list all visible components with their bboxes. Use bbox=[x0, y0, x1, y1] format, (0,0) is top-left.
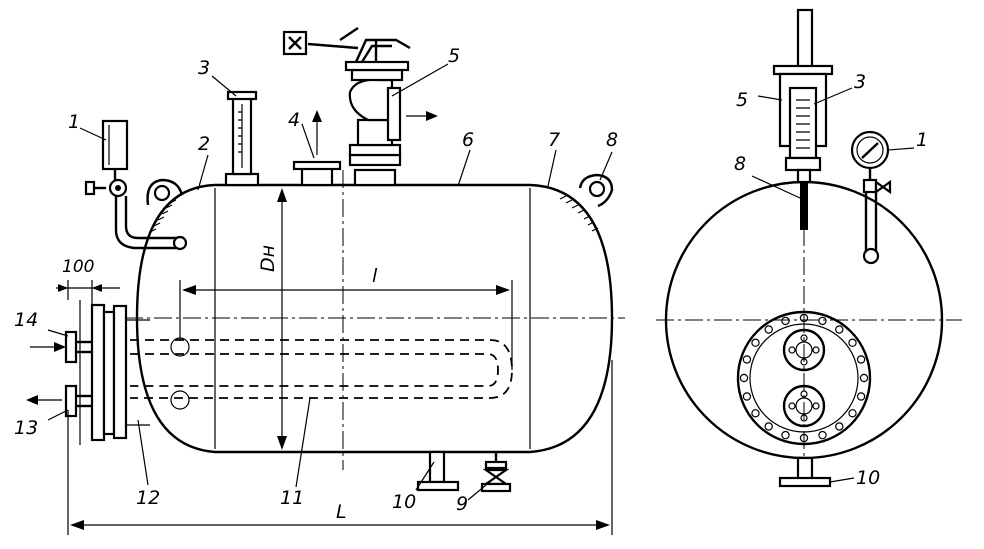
overall-length-dimension bbox=[67, 360, 613, 535]
flange-bolt bbox=[818, 316, 827, 326]
label-14-side: 14 bbox=[14, 309, 38, 331]
right-head-hatch bbox=[559, 195, 599, 232]
flange-bolt bbox=[856, 355, 866, 364]
label-10-end: 10 bbox=[856, 467, 880, 489]
label-5-end: 5 bbox=[736, 89, 748, 111]
drain-nozzle-end bbox=[778, 456, 832, 488]
label-10-side: 10 bbox=[392, 491, 416, 513]
heating-coil bbox=[130, 339, 513, 399]
lifting-lug-left bbox=[146, 178, 184, 206]
flange-bolt bbox=[781, 316, 790, 326]
leader-lines-end bbox=[751, 87, 915, 483]
coil-flange-plate bbox=[90, 303, 106, 442]
flange-bolt bbox=[835, 325, 844, 334]
coil-flange-plate-3 bbox=[112, 304, 128, 440]
flange-bolt bbox=[848, 409, 857, 418]
label-9-side: 9 bbox=[456, 493, 468, 515]
label-1-end: 1 bbox=[916, 129, 928, 151]
flange-bolt bbox=[781, 430, 790, 440]
flange-bolt bbox=[848, 338, 857, 347]
label-8-side: 8 bbox=[606, 129, 618, 151]
coil-nozzle-upper-end bbox=[782, 328, 826, 372]
flange-bolt bbox=[859, 373, 869, 383]
flange-bolt bbox=[856, 392, 866, 401]
coil-outlet-port bbox=[170, 390, 190, 410]
label-11-side: 11 bbox=[280, 487, 304, 509]
vent-nozzle bbox=[292, 110, 342, 187]
label-12-side: 12 bbox=[136, 487, 160, 509]
tank-side-view: 1 2 3 4 5 6 7 8 9 10 11 12 13 14 L l Dн … bbox=[14, 27, 625, 535]
flange-bolt bbox=[742, 392, 752, 401]
flange-bolt bbox=[799, 433, 809, 443]
pressure-gauge-side bbox=[84, 119, 188, 251]
safety-valve-side bbox=[282, 27, 438, 187]
label-2-side: 2 bbox=[198, 133, 210, 155]
flange-bolt bbox=[751, 409, 760, 418]
coil-nozzle-lower-end bbox=[782, 384, 826, 428]
label-4-side: 4 bbox=[288, 109, 300, 131]
diameter-dimension bbox=[277, 188, 287, 450]
heating-coil-inner bbox=[130, 353, 499, 387]
coil-inlet-flange bbox=[64, 330, 78, 364]
drain-nozzle-side bbox=[416, 450, 460, 492]
flange-bolts bbox=[739, 313, 869, 443]
label-6-side: 6 bbox=[462, 129, 474, 151]
label-1-side: 1 bbox=[68, 111, 80, 133]
label-3-side: 3 bbox=[198, 57, 210, 79]
label-7-side: 7 bbox=[548, 129, 560, 151]
pressure-gauge-end bbox=[850, 130, 892, 265]
dim-label-100: 100 bbox=[62, 257, 94, 277]
label-3-end: 3 bbox=[854, 71, 866, 93]
label-8-end: 8 bbox=[734, 153, 746, 175]
level-gauge-side bbox=[224, 90, 260, 187]
dim-label-l: l bbox=[372, 265, 378, 287]
flange-bolt bbox=[764, 325, 773, 334]
tank-end-view: 5 3 1 8 10 bbox=[656, 8, 962, 489]
dim-label-D: Dн bbox=[257, 245, 279, 272]
flange-bolt bbox=[751, 338, 760, 347]
leader-lines-side bbox=[47, 63, 613, 501]
lifting-lug-right bbox=[578, 173, 614, 208]
flange-bolt bbox=[764, 422, 773, 431]
dim-label-L: L bbox=[336, 501, 347, 523]
offset-dimension bbox=[56, 280, 120, 305]
tank-shell-side bbox=[135, 183, 614, 454]
coil-outlet-flange bbox=[64, 384, 78, 418]
left-head-hatch bbox=[149, 190, 187, 233]
safety-valve-end bbox=[772, 8, 834, 230]
flange-bolt bbox=[818, 430, 827, 440]
flange-bolt bbox=[799, 313, 809, 323]
flange-bolt bbox=[742, 355, 752, 364]
label-13-side: 13 bbox=[14, 417, 38, 439]
coil-flange-plate-2 bbox=[102, 310, 116, 436]
inlet-flow-arrow bbox=[30, 342, 66, 352]
flange-bolt bbox=[739, 373, 749, 383]
label-5-side: 5 bbox=[448, 45, 460, 67]
flange-bolt bbox=[835, 422, 844, 431]
coil-length-dimension bbox=[179, 280, 513, 370]
coil-flange-end bbox=[736, 310, 872, 446]
outlet-flow-arrow bbox=[26, 395, 62, 405]
